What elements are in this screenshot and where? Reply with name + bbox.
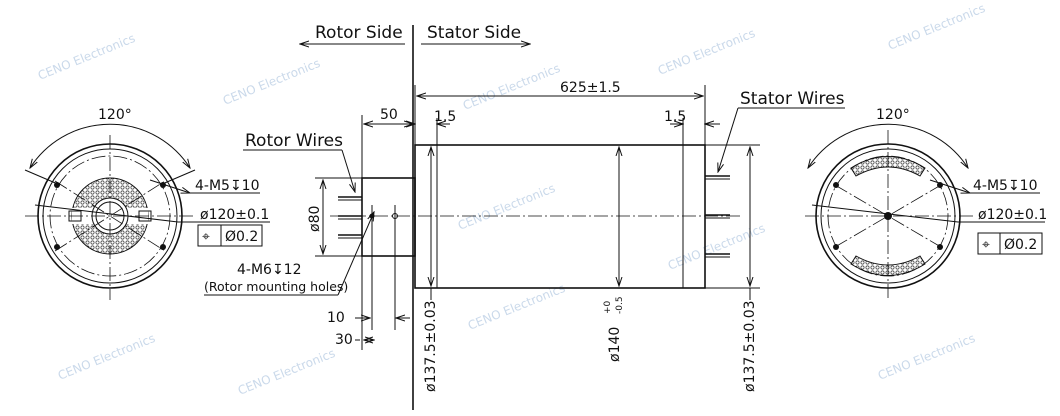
left-gap-dim: 1.5 <box>434 109 456 125</box>
watermarks: CENO Electronics CENO Electronics CENO E… <box>36 1 987 398</box>
watermark: CENO Electronics <box>236 346 337 398</box>
left-flange-diameter-dim: ø137.5±0.03 <box>423 300 439 392</box>
rotor-length-dim: 50 <box>380 107 398 123</box>
watermark: CENO Electronics <box>666 221 767 273</box>
watermark: CENO Electronics <box>56 331 157 383</box>
watermark: CENO Electronics <box>461 61 562 113</box>
stator-end-view: 120° 4-M5↧10 ø120±0.1 ⌖ Ø0.2 <box>805 107 1047 300</box>
rotor-wires-label: Rotor Wires <box>245 131 343 151</box>
right-bolt-circle-dim: ø120±0.1 <box>978 207 1047 223</box>
right-flange-diameter-dim: ø137.5±0.03 <box>742 300 758 392</box>
watermark: CENO Electronics <box>876 331 977 383</box>
rotor-side-label: Rotor Side <box>315 23 403 43</box>
right-position-symbol: ⌖ <box>982 237 990 253</box>
rotor-end-view: 120° 4-M5↧10 ø120±0.1 ⌖ Ø0.2 <box>24 107 270 300</box>
overall-length-dim: 625±1.5 <box>560 80 621 96</box>
body-diameter-dim: ø140 <box>607 327 623 362</box>
rotor-wires <box>338 196 362 239</box>
watermark: CENO Electronics <box>456 181 557 233</box>
mounting-holes-spec: 4-M6↧12 <box>237 262 302 278</box>
rotor-diameter-dim: ø80 <box>307 206 323 232</box>
left-position-tolerance: Ø0.2 <box>225 229 258 245</box>
side-divider: Rotor Side Stator Side <box>300 23 530 410</box>
side-view: Rotor Wires Stator Wires 4-M6↧12 (Rotor … <box>204 80 845 392</box>
stator-wires-label: Stator Wires <box>740 89 845 109</box>
mounting-holes-note: (Rotor mounting holes) <box>204 279 348 294</box>
right-position-tolerance: Ø0.2 <box>1004 237 1037 253</box>
stator-wires <box>705 175 730 258</box>
hole-offset-dim: 10 <box>327 310 345 326</box>
stator-side-label: Stator Side <box>427 23 521 43</box>
body-tol-lower: -0.5 <box>615 296 625 314</box>
right-gap-dim: 1.5 <box>664 109 686 125</box>
right-thread-spec: 4-M5↧10 <box>973 178 1038 194</box>
watermark: CENO Electronics <box>886 1 987 53</box>
watermark: CENO Electronics <box>221 56 322 108</box>
shaft-offset-dim: 30 <box>335 332 353 348</box>
body-tol-upper: +0 <box>603 300 613 314</box>
left-position-symbol: ⌖ <box>202 229 210 245</box>
right-angle-dim: 120° <box>876 107 910 123</box>
left-thread-spec: 4-M5↧10 <box>195 178 260 194</box>
watermark: CENO Electronics <box>656 26 757 78</box>
left-angle-dim: 120° <box>98 107 132 123</box>
left-bolt-circle-dim: ø120±0.1 <box>200 207 269 223</box>
watermark: CENO Electronics <box>36 31 137 83</box>
